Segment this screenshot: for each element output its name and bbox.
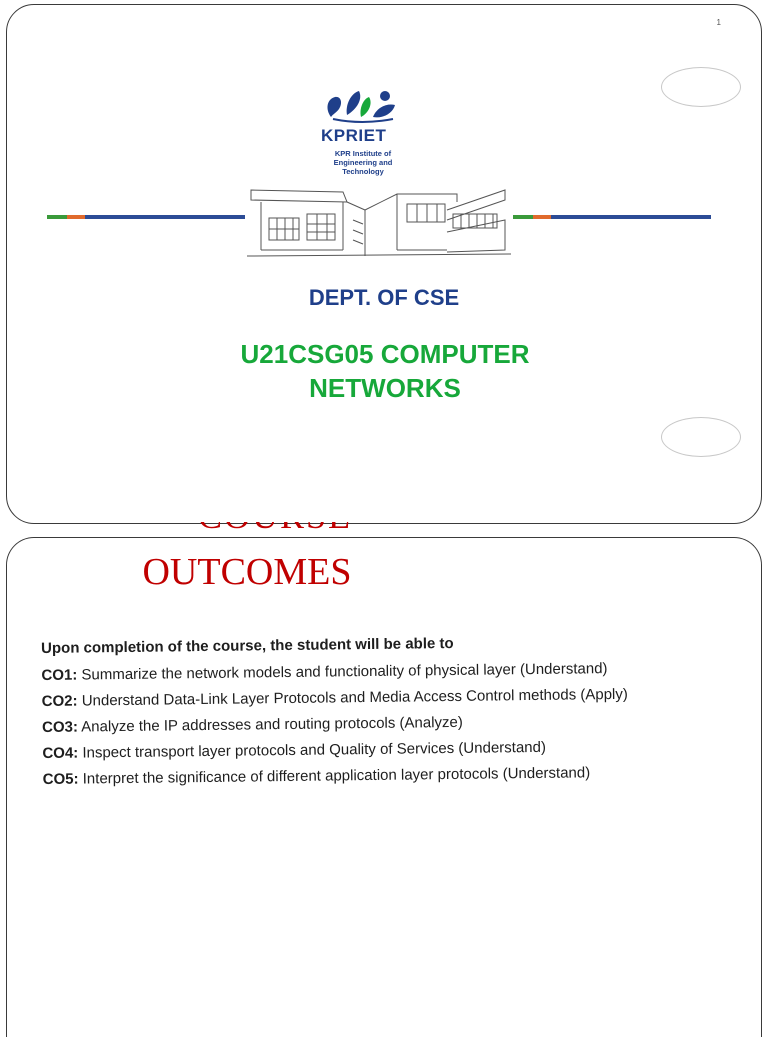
campus-building-illustration (247, 189, 511, 257)
outcome-text: Interpret the significance of different … (78, 764, 591, 788)
logo-subtitle: KPR Institute of Engineering and Technol… (333, 149, 393, 176)
logo-wordmark: KPRIET (321, 126, 387, 145)
decorative-oval-bottom (661, 417, 741, 457)
outcome-text: Understand Data-Link Layer Protocols and… (77, 685, 628, 710)
outcome-item: CO5: Interpret the significance of diffe… (43, 762, 743, 788)
outcome-item: CO4: Inspect transport layer protocols a… (42, 736, 742, 762)
outcome-item: CO3: Analyze the IP addresses and routin… (42, 710, 742, 736)
outcome-text: Inspect transport layer protocols and Qu… (78, 738, 547, 762)
outcome-text: Analyze the IP addresses and routing pro… (77, 713, 463, 736)
department-heading: DEPT. OF CSE (308, 285, 460, 310)
outcome-text: Summarize the network models and functio… (77, 660, 608, 684)
outcome-code: CO2: (41, 692, 78, 710)
page-number: 1 (716, 18, 721, 27)
course-title-line2: NETWORKS (309, 373, 461, 403)
outcome-code: CO1: (41, 666, 78, 684)
header-rule-left (47, 215, 245, 219)
course-title: U21CSG05 COMPUTER NETWORKS (157, 337, 613, 405)
course-title-line1: U21CSG05 COMPUTER (240, 339, 530, 369)
course-heading-cut: COURSE (198, 522, 378, 532)
outcomes-slide: OUTCOMES Upon completion of the course, … (6, 537, 762, 1037)
outcome-code: CO4: (42, 744, 79, 762)
kpriet-logo-icon (327, 91, 395, 123)
course-heading-cut-text: COURSE (198, 522, 352, 532)
decorative-oval-top (661, 67, 741, 107)
outcomes-list: Upon completion of the course, the stude… (41, 631, 743, 797)
title-slide: 1 KPRIET KPR Institute of Engineering an… (6, 4, 762, 524)
outcomes-intro: Upon completion of the course, the stude… (41, 634, 454, 657)
outcome-item: CO1: Summarize the network models and fu… (41, 658, 741, 684)
outcome-item: CO2: Understand Data-Link Layer Protocol… (42, 684, 742, 710)
header-rule-right (513, 215, 711, 219)
outcomes-heading: OUTCOMES (142, 551, 352, 593)
outcome-code: CO3: (41, 718, 79, 736)
outcome-code: CO5: (42, 770, 79, 788)
